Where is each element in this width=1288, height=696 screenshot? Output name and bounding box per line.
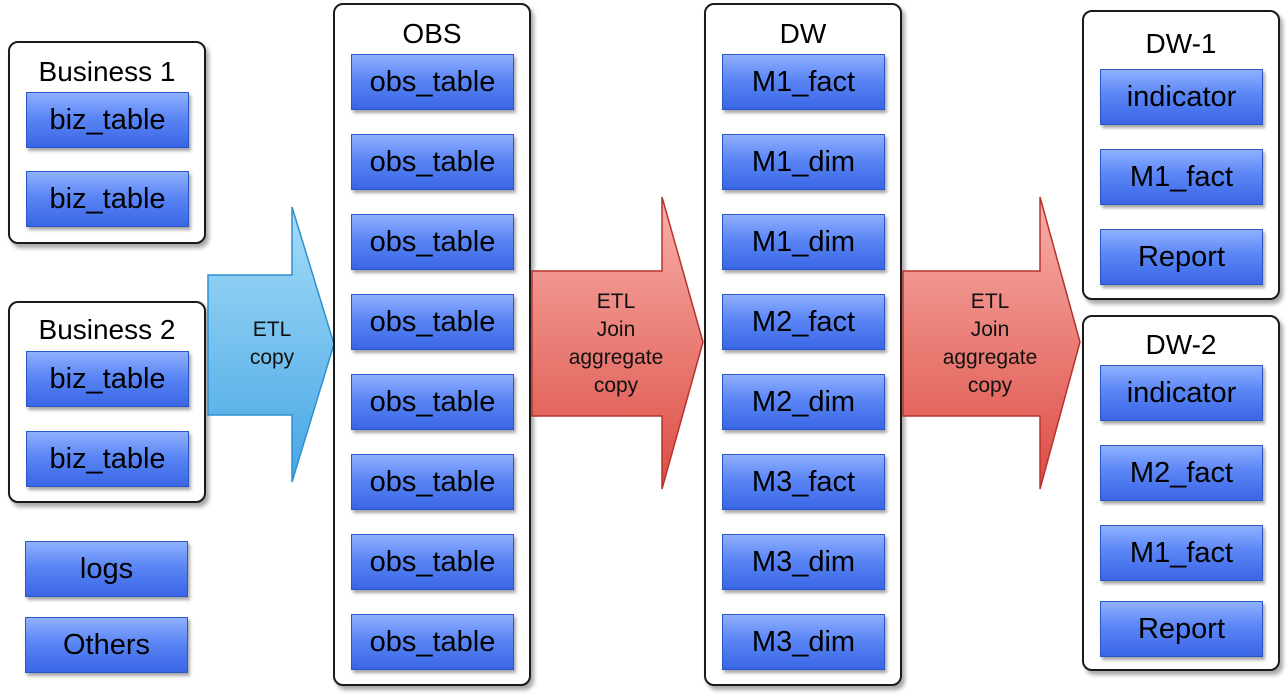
dw-2-table: M1_fact [1100,525,1263,581]
etl-join-arrow-1 [531,196,704,490]
etl-copy-line2: copy [249,346,295,369]
business-1-group: Business 1 biz_table biz_table [8,41,206,244]
obs-table: obs_table [351,454,514,510]
biz-table: biz_table [26,431,189,487]
dw-2-group: DW-2 indicator M2_fact M1_fact Report [1082,315,1280,671]
dw-2-title: DW-2 [1145,329,1217,360]
biz-table: biz_table [26,92,189,148]
biz-table: biz_table [26,351,189,407]
etl-copy-arrow [207,206,335,483]
dw-1-table: Report [1100,229,1263,285]
dw-2-table: M2_fact [1100,445,1263,501]
dw-1-group: DW-1 indicator M1_fact Report [1082,10,1280,300]
dw-1-title: DW-1 [1145,28,1217,59]
etl-copy-label: ETL copy [218,316,326,372]
etl-join-label-2: ETL Join aggregate copy [922,288,1058,400]
obs-table: obs_table [351,214,514,270]
dw-1-table: indicator [1100,69,1263,125]
dw-table: M1_fact [722,54,885,110]
dw-table: M3_dim [722,614,885,670]
logs-table: logs [25,541,188,597]
business-2-title: Business 2 [38,314,176,345]
etl-join-1-line4: copy [593,374,639,397]
obs-group: OBS obs_table obs_table obs_table obs_ta… [333,3,531,686]
etl-join-label-1: ETL Join aggregate copy [548,288,684,400]
dw-2-table: Report [1100,601,1263,657]
dw-table: M1_dim [722,134,885,190]
dw-group: DW M1_fact M1_dim M1_dim M2_fact M2_dim … [704,3,902,686]
dw-table: M2_fact [722,294,885,350]
obs-table: obs_table [351,534,514,590]
biz-table: biz_table [26,171,189,227]
etl-join-2-line1: ETL [970,290,1010,313]
etl-join-2-line3: aggregate [942,346,1038,369]
etl-copy-line1: ETL [252,318,292,341]
etl-join-2-line2: Join [970,318,1010,341]
obs-table: obs_table [351,294,514,350]
dw-table: M2_dim [722,374,885,430]
dw-table: M1_dim [722,214,885,270]
dw-table: M3_dim [722,534,885,590]
dw-title: DW [779,18,827,49]
others-table: Others [25,617,188,673]
business-1-title: Business 1 [38,56,176,87]
dw-table: M3_fact [722,454,885,510]
obs-table: obs_table [351,374,514,430]
etl-join-1-line1: ETL [596,290,636,313]
etl-join-1-line3: aggregate [568,346,664,369]
dw-2-table: indicator [1100,365,1263,421]
dw-1-table: M1_fact [1100,149,1263,205]
obs-table: obs_table [351,54,514,110]
etl-join-1-line2: Join [596,318,636,341]
obs-table: obs_table [351,614,514,670]
obs-title: OBS [402,18,462,49]
etl-join-2-line4: copy [967,374,1013,397]
obs-table: obs_table [351,134,514,190]
business-2-group: Business 2 biz_table biz_table [8,301,206,503]
etl-join-arrow-2 [902,196,1081,490]
